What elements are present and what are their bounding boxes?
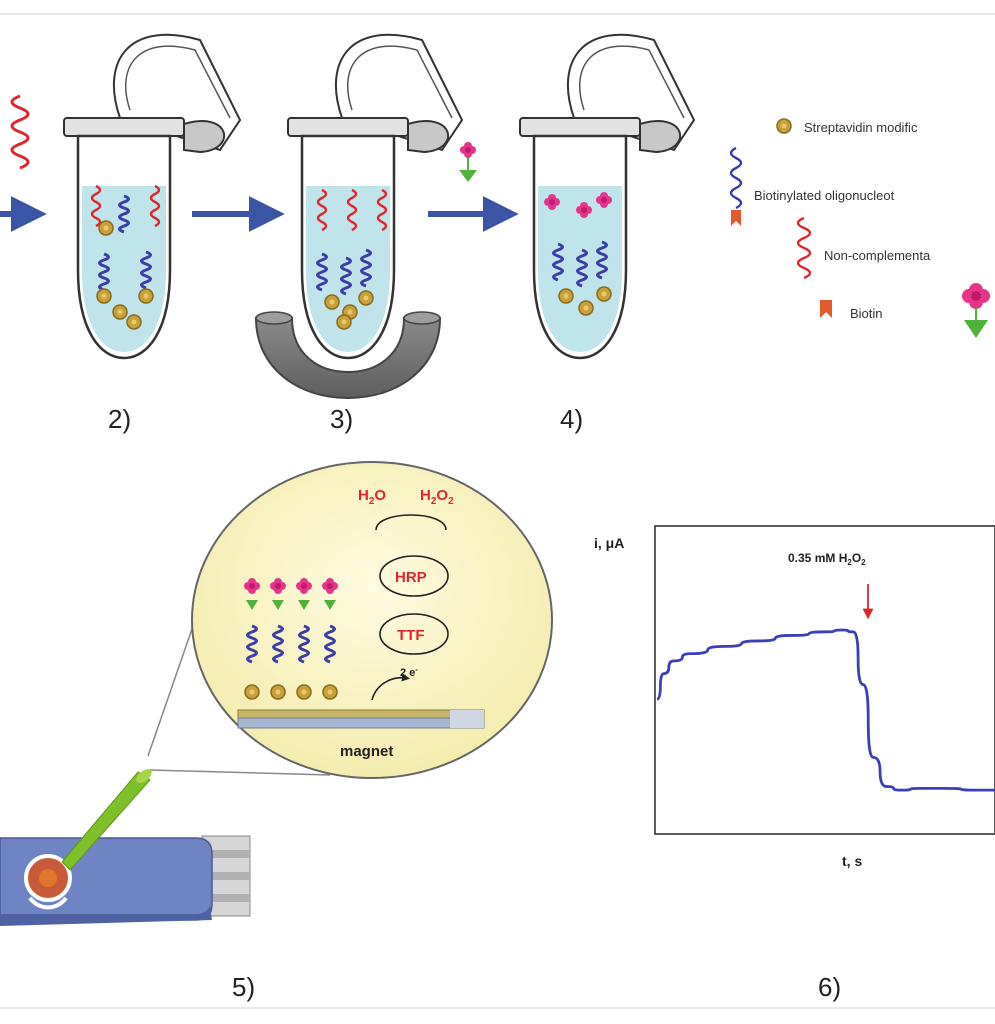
legend-biotin: Biotin [850, 306, 883, 321]
legend-red-strand-icon [796, 216, 812, 280]
tube-4 [519, 33, 696, 360]
chart: i, μA 0.35 mM H2O2 t, s [594, 525, 995, 869]
hrp-label: HRP [395, 569, 427, 586]
step-label-6: 6) [818, 972, 841, 1002]
step-label-3: 3) [330, 404, 353, 434]
ttf-cycle [379, 613, 449, 655]
electron-arrow [371, 673, 410, 701]
magnet-holder [254, 317, 442, 400]
electrode-strip [0, 769, 251, 926]
zoom-content: magnet [237, 487, 485, 760]
tube-2 [63, 33, 242, 360]
chart-current-trace [656, 628, 995, 792]
chart-plot-area [654, 525, 995, 835]
tube-3 [254, 33, 464, 400]
step-label-5: 5) [232, 972, 255, 1002]
h2o-label: H2O [358, 487, 386, 507]
ttf-label: TTF [397, 627, 425, 644]
legend-biotinylated: Biotinylated oligonucleot [754, 188, 895, 203]
step-label-4: 4) [560, 404, 583, 434]
legend-noncomplementary: Non-complementa [824, 248, 931, 263]
chart-xlabel: t, s [842, 853, 862, 869]
magnet-label: magnet [340, 743, 393, 760]
legend-biotin-small-icon [731, 210, 741, 226]
chart-annotation: 0.35 mM H2O2 [788, 551, 866, 567]
incoming-red-strand [10, 94, 30, 170]
chart-ylabel: i, μA [594, 535, 624, 551]
probe-stacks [244, 578, 338, 700]
legend-bead-icon [776, 118, 792, 134]
legend-blue-strand-icon [729, 146, 743, 210]
redox-arc-top [375, 514, 447, 531]
zoom-callout [147, 461, 553, 779]
step-label-2: 2) [108, 404, 131, 434]
legend-hrp-icon [962, 283, 990, 338]
legend-streptavidin: Streptavidin modific [804, 120, 918, 135]
electrons-label: 2 e- [400, 665, 418, 679]
legend-biotin-icon [820, 300, 832, 318]
h2o2-label: H2O2 [420, 487, 454, 507]
hrp-cycle [379, 555, 449, 597]
legend: Streptavidin modific Biotinylated oligon… [729, 118, 990, 338]
hrp-conjugate-icon [459, 142, 477, 182]
